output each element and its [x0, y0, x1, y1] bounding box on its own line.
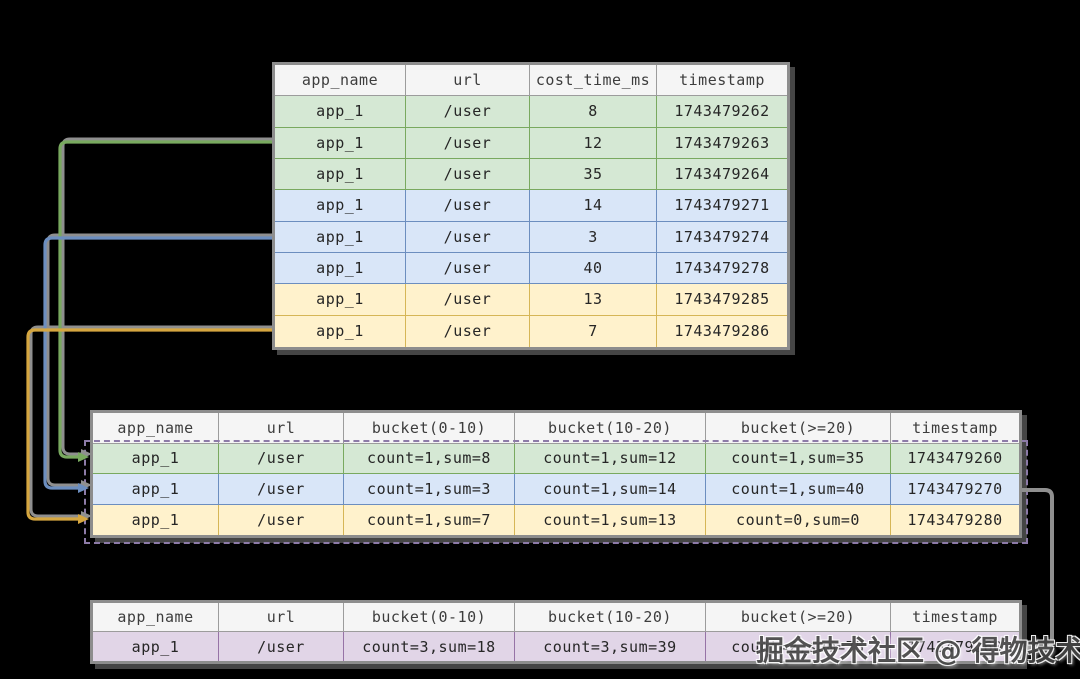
table-cell: count=1,sum=8 [344, 443, 515, 474]
table-cell: 1743479285 [657, 284, 787, 316]
table-cell: 8 [530, 96, 657, 128]
table-cell: count=1,sum=40 [706, 474, 891, 505]
column-header: bucket(10-20) [515, 413, 706, 444]
table-cell: /user [406, 158, 530, 191]
table-cell: app_1 [275, 158, 406, 191]
table-cell: /user [219, 443, 344, 474]
table-cell: app_1 [275, 190, 406, 222]
watermark-text: 掘金技术社区 @ 得物技术 [756, 634, 1080, 667]
table-cell: count=1,sum=12 [515, 443, 706, 474]
column-header: timestamp [891, 413, 1019, 444]
column-header: cost_time_ms [530, 65, 657, 97]
table-cell: app_1 [275, 315, 406, 347]
table-cell: app_1 [93, 474, 219, 505]
table-cell: count=3,sum=39 [515, 632, 706, 661]
column-header: bucket(0-10) [344, 413, 515, 444]
table-cell: 35 [530, 158, 657, 191]
table-cell: 1743479263 [657, 127, 787, 159]
table-cell: count=3,sum=18 [344, 632, 515, 661]
table-cell: 1743479278 [657, 252, 787, 285]
table-cell: app_1 [93, 504, 219, 535]
column-header: url [406, 65, 530, 97]
table-cell: /user [406, 221, 530, 253]
column-header: bucket(>=20) [706, 413, 891, 444]
table-cell: count=1,sum=13 [515, 504, 706, 535]
table-cell: 1743479260 [891, 632, 1019, 661]
arrowhead-blue-icon [78, 483, 89, 493]
table-cell: /user [406, 96, 530, 128]
table-cell: app_1 [275, 252, 406, 285]
column-header: app_name [93, 603, 219, 632]
column-header: bucket(10-20) [515, 603, 706, 632]
table-cell: /user [219, 504, 344, 535]
table-cell: app_1 [93, 443, 219, 474]
connector-green-shadow [61, 137, 275, 456]
column-header: app_name [93, 413, 219, 444]
arrowhead-green-icon [78, 452, 89, 462]
table-cell: count=0,sum=0 [706, 504, 891, 535]
connector-aggregate [1022, 488, 1054, 650]
table-cell: 1743479262 [657, 96, 787, 128]
column-header: timestamp [657, 65, 787, 97]
table-cell: /user [406, 190, 530, 222]
table-cell: 7 [530, 315, 657, 347]
table-cell: /user [219, 632, 344, 661]
table-cell: count=2,sum=75 [706, 632, 891, 661]
table-cell: /user [406, 127, 530, 159]
table-cell: 14 [530, 190, 657, 222]
column-header: app_name [275, 65, 406, 97]
table-cell: /user [406, 252, 530, 285]
table-cell: app_1 [93, 632, 219, 661]
table-cell: 1743479264 [657, 158, 787, 191]
table-cell: 1743479286 [657, 315, 787, 347]
table-cell: app_1 [275, 96, 406, 128]
table-cell: 12 [530, 127, 657, 159]
table-cell: 40 [530, 252, 657, 285]
table-cell: 1743479270 [891, 474, 1019, 505]
table-cell: app_1 [275, 284, 406, 316]
table-cell: app_1 [275, 127, 406, 159]
table-cell: count=1,sum=7 [344, 504, 515, 535]
column-header: url [219, 603, 344, 632]
column-header: url [219, 413, 344, 444]
table-cell: 1743479280 [891, 504, 1019, 535]
table-cell: count=1,sum=14 [515, 474, 706, 505]
column-header: timestamp [891, 603, 1019, 632]
arrowhead-yellow-icon [78, 514, 89, 524]
table-cell: count=1,sum=3 [344, 474, 515, 505]
table-cell: 1743479274 [657, 221, 787, 253]
table-cell: /user [219, 474, 344, 505]
table-cell: count=1,sum=35 [706, 443, 891, 474]
table-cell: /user [406, 315, 530, 347]
table-cell: /user [406, 284, 530, 316]
table-cell: 1743479260 [891, 443, 1019, 474]
table-cell: 3 [530, 221, 657, 253]
table-cell: app_1 [275, 221, 406, 253]
column-header: bucket(0-10) [344, 603, 515, 632]
table-cell: 1743479271 [657, 190, 787, 222]
column-header: bucket(>=20) [706, 603, 891, 632]
table-cell: 13 [530, 284, 657, 316]
